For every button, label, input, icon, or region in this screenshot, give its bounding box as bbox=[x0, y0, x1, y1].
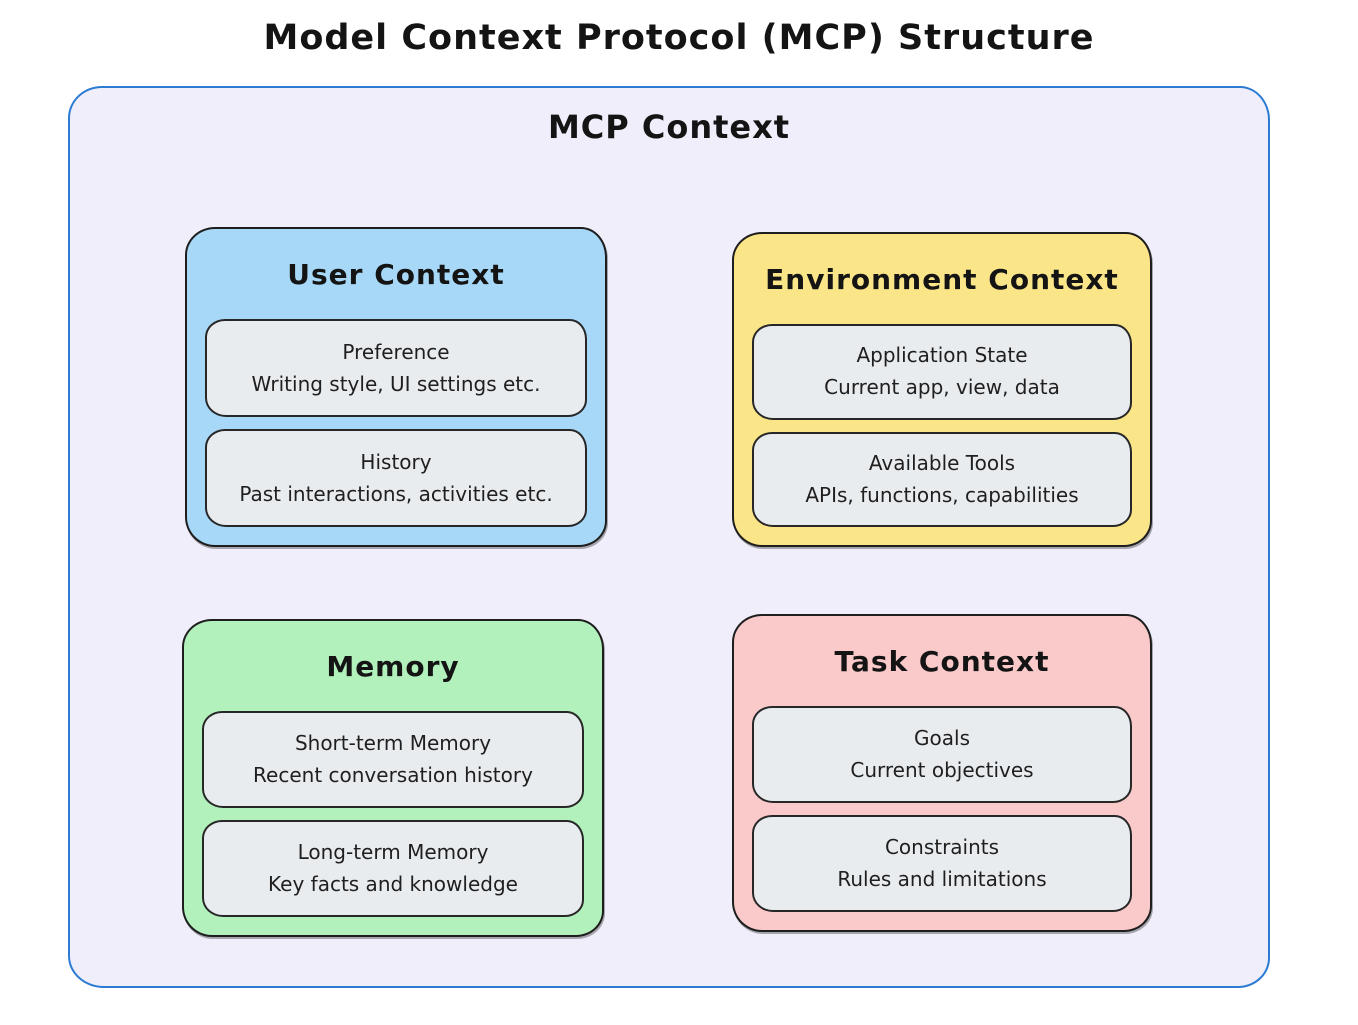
application-state-description: Current app, view, data bbox=[824, 375, 1060, 400]
application-state-box: Application State Current app, view, dat… bbox=[752, 324, 1132, 420]
memory-box: Memory Short-term Memory Recent conversa… bbox=[182, 619, 604, 937]
preference-box: Preference Writing style, UI settings et… bbox=[205, 319, 587, 417]
mcp-context-label: MCP Context bbox=[547, 108, 791, 146]
short-term-memory-box: Short-term Memory Recent conversation hi… bbox=[202, 711, 584, 808]
goals-title: Goals bbox=[914, 726, 970, 750]
short-term-memory-title: Short-term Memory bbox=[294, 731, 492, 755]
page-title: Model Context Protocol (MCP) Structure bbox=[263, 18, 1095, 58]
available-tools-box: Available Tools APIs, functions, capabil… bbox=[752, 431, 1132, 527]
preference-title: Preference bbox=[342, 339, 450, 364]
memory-items: Short-term Memory Recent conversation hi… bbox=[202, 711, 584, 917]
long-term-memory-title: Long-term Memory bbox=[297, 840, 489, 864]
history-description: Past interactions, activities etc. bbox=[239, 481, 553, 506]
mcp-context-container: MCP Context User Context Preference Writ… bbox=[68, 86, 1270, 988]
constraints-description: Rules and limitations bbox=[837, 867, 1047, 891]
history-title: History bbox=[360, 449, 432, 474]
environment-context-title: Environment Context bbox=[765, 262, 1119, 296]
user-context-items: Preference Writing style, UI settings et… bbox=[205, 319, 587, 527]
task-context-title: Task Context bbox=[834, 644, 1050, 678]
constraints-box: Constraints Rules and limitations bbox=[752, 815, 1132, 912]
goals-description: Current objectives bbox=[850, 758, 1034, 782]
constraints-title: Constraints bbox=[884, 835, 1000, 859]
available-tools-description: APIs, functions, capabilities bbox=[805, 482, 1079, 507]
user-context-box: User Context Preference Writing style, U… bbox=[185, 227, 607, 547]
available-tools-title: Available Tools bbox=[868, 450, 1016, 475]
application-state-title: Application State bbox=[856, 343, 1028, 368]
history-box: History Past interactions, activities et… bbox=[205, 429, 587, 527]
long-term-memory-description: Key facts and knowledge bbox=[268, 872, 518, 896]
memory-title: Memory bbox=[326, 649, 460, 683]
short-term-memory-description: Recent conversation history bbox=[253, 763, 533, 787]
environment-context-box: Environment Context Application State Cu… bbox=[732, 232, 1152, 547]
preference-description: Writing style, UI settings etc. bbox=[251, 371, 541, 396]
goals-box: Goals Current objectives bbox=[752, 706, 1132, 803]
long-term-memory-box: Long-term Memory Key facts and knowledge bbox=[202, 820, 584, 917]
user-context-title: User Context bbox=[287, 257, 505, 291]
environment-context-items: Application State Current app, view, dat… bbox=[752, 324, 1132, 527]
task-context-items: Goals Current objectives Constraints Rul… bbox=[752, 706, 1132, 912]
task-context-box: Task Context Goals Current objectives Co… bbox=[732, 614, 1152, 932]
